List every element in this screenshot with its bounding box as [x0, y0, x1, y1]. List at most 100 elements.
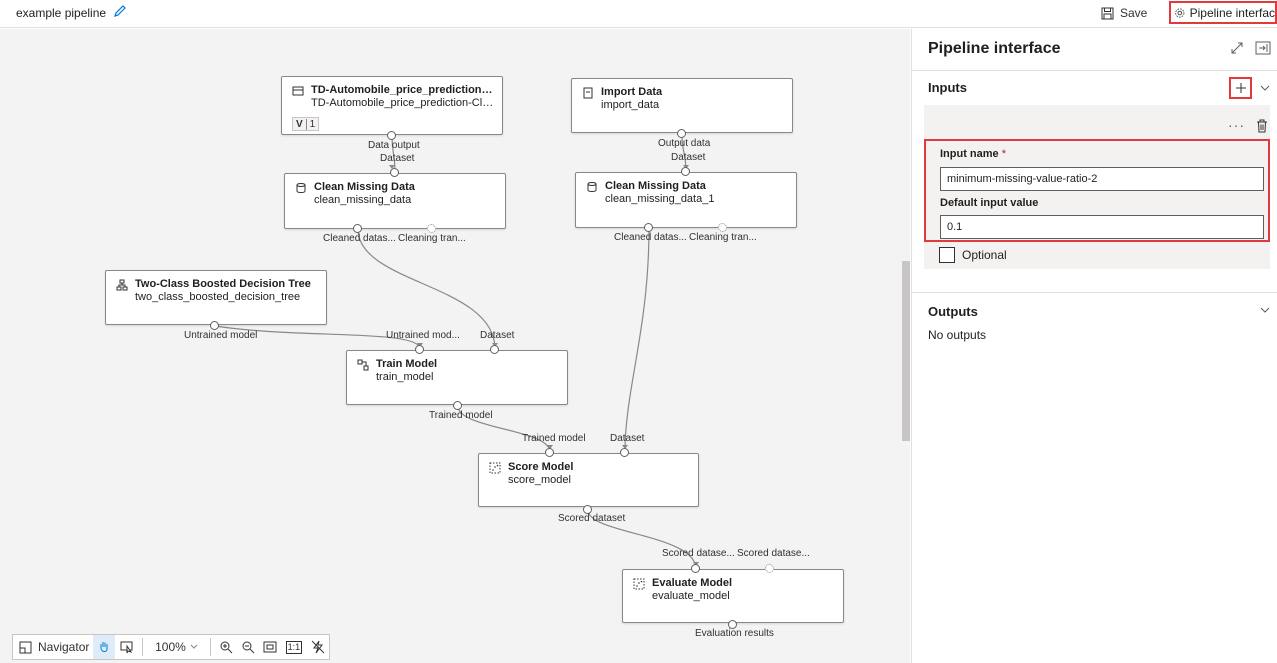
- more-options-button[interactable]: ···: [1228, 117, 1245, 133]
- link-clean2-to-score: [624, 227, 650, 453]
- port-label: Evaluation results: [695, 628, 774, 639]
- port-label: Scored dataset: [558, 513, 626, 524]
- node-subtitle: two_class_boosted_decision_tree: [135, 291, 301, 303]
- expand-icon[interactable]: [1230, 41, 1244, 55]
- outputs-section-title: Outputs: [928, 304, 978, 319]
- evaluate-model-node[interactable]: Evaluate Model evaluate_model: [622, 569, 844, 623]
- pipeline-canvas[interactable]: TD-Automobile_price_prediction-Clean_...…: [0, 29, 910, 663]
- clean2-output-port-1[interactable]: [644, 223, 653, 232]
- top-bar: example pipeline Save Pipeline interfac: [0, 0, 1277, 28]
- score-model-node[interactable]: Score Model score_model: [478, 453, 699, 507]
- canvas-toolbar: Navigator 100% 1:1: [12, 634, 330, 660]
- pipeline-interface-button[interactable]: Pipeline interfac: [1169, 1, 1277, 24]
- score-icon: [489, 462, 501, 474]
- evaluate-input-port-1[interactable]: [691, 564, 700, 573]
- zoom-out-button[interactable]: [237, 635, 259, 659]
- input-name-field[interactable]: minimum-missing-value-ratio-2: [940, 167, 1264, 191]
- lightning-icon: [311, 640, 324, 654]
- node-subtitle: clean_missing_data_1: [605, 193, 715, 205]
- dataset-icon: [292, 86, 304, 96]
- canvas-scrollbar[interactable]: [902, 261, 910, 441]
- clean-data-icon: [296, 183, 306, 193]
- toolbar-divider: [209, 638, 211, 656]
- node-subtitle: TD-Automobile_price_prediction-Clean_M..…: [311, 97, 496, 109]
- pipeline-interface-label: Pipeline interfac: [1189, 5, 1275, 20]
- navigator-button[interactable]: Navigator: [13, 635, 93, 659]
- evaluate-icon: [633, 578, 645, 590]
- clean-missing-data-node[interactable]: Clean Missing Data clean_missing_data: [284, 173, 506, 229]
- panel-title: Pipeline interface: [928, 40, 1061, 57]
- port-label: Cleaning tran...: [398, 233, 466, 244]
- train-icon: [357, 359, 369, 371]
- port-label: Untrained model: [184, 330, 258, 341]
- node-title: Import Data: [601, 86, 663, 98]
- score-input-port-1[interactable]: [545, 448, 554, 457]
- port-label: Dataset: [610, 433, 645, 444]
- node-subtitle: train_model: [376, 371, 434, 383]
- port-label: Trained model: [522, 433, 586, 444]
- default-value-field[interactable]: 0.1: [940, 215, 1264, 239]
- evaluate-output-port[interactable]: [728, 620, 737, 629]
- boosted-output-port[interactable]: [210, 321, 219, 330]
- node-title: Train Model: [376, 358, 438, 370]
- clean2-input-port[interactable]: [681, 167, 690, 176]
- clean1-input-port[interactable]: [390, 168, 399, 177]
- chevron-down-icon: [190, 644, 198, 649]
- dataset-node[interactable]: TD-Automobile_price_prediction-Clean_...…: [281, 76, 503, 135]
- train-output-port[interactable]: [453, 401, 462, 410]
- port-label: Cleaned datas...: [614, 232, 687, 243]
- port-label: Dataset: [380, 153, 415, 164]
- select-tool-button[interactable]: [115, 635, 138, 659]
- port-label: Data output: [368, 140, 420, 151]
- navigator-icon: [19, 641, 32, 653]
- clean1-output-port-1[interactable]: [353, 224, 362, 233]
- score-input-port-2[interactable]: [620, 448, 629, 457]
- inputs-section-title: Inputs: [928, 80, 967, 95]
- divider: [912, 292, 1277, 293]
- pipeline-interface-panel: Pipeline interface Inputs ··· Input name…: [911, 29, 1277, 663]
- clean1-output-port-2[interactable]: [427, 224, 436, 233]
- import-icon: [583, 87, 593, 99]
- port-label: Scored datase...: [737, 548, 810, 559]
- save-label: Save: [1120, 6, 1148, 20]
- clean-data-icon: [587, 182, 597, 192]
- trash-icon[interactable]: [1256, 119, 1268, 133]
- zoom-in-icon: [220, 641, 232, 654]
- zoom-level-dropdown[interactable]: 100%: [147, 635, 206, 659]
- pan-tool-button[interactable]: [93, 635, 116, 659]
- boosted-decision-tree-node[interactable]: Two-Class Boosted Decision Tree two_clas…: [105, 270, 327, 325]
- score-output-port[interactable]: [583, 505, 592, 514]
- clean2-output-port-2[interactable]: [718, 223, 727, 232]
- import-output-port[interactable]: [677, 129, 686, 138]
- fit-to-screen-button[interactable]: [259, 635, 282, 659]
- import-data-node[interactable]: Import Data import_data: [571, 78, 793, 133]
- zoom-out-icon: [242, 641, 254, 654]
- train-model-node[interactable]: Train Model train_model: [346, 350, 568, 405]
- pencil-icon[interactable]: [113, 4, 127, 18]
- auto-layout-button[interactable]: [306, 635, 329, 659]
- optional-checkbox[interactable]: [939, 247, 955, 263]
- node-title: TD-Automobile_price_prediction-Clean_...: [311, 84, 496, 96]
- evaluate-input-port-2[interactable]: [765, 564, 774, 573]
- train-input-port-1[interactable]: [415, 345, 424, 354]
- dataset-output-port[interactable]: [387, 131, 396, 140]
- zoom-in-button[interactable]: [215, 635, 237, 659]
- pipeline-name: example pipeline: [16, 6, 107, 20]
- chevron-down-icon[interactable]: [1259, 82, 1271, 94]
- node-title: Clean Missing Data: [314, 181, 415, 193]
- close-panel-icon[interactable]: [1255, 41, 1271, 55]
- hand-icon: [100, 642, 108, 652]
- node-title: Two-Class Boosted Decision Tree: [135, 278, 311, 290]
- add-input-button[interactable]: [1229, 77, 1252, 99]
- chevron-down-icon[interactable]: [1259, 304, 1271, 316]
- train-input-port-2[interactable]: [490, 345, 499, 354]
- save-button[interactable]: Save: [1101, 3, 1147, 23]
- link-clean-to-train: [357, 228, 496, 350]
- node-title: Score Model: [508, 461, 574, 473]
- clean-missing-data-1-node[interactable]: Clean Missing Data clean_missing_data_1: [575, 172, 797, 228]
- port-label: Dataset: [671, 152, 706, 163]
- plus-icon: [1235, 83, 1246, 93]
- default-value-label: Default input value: [940, 197, 1039, 209]
- actual-size-button[interactable]: 1:1: [282, 635, 307, 659]
- port-label: Untrained mod...: [386, 330, 460, 341]
